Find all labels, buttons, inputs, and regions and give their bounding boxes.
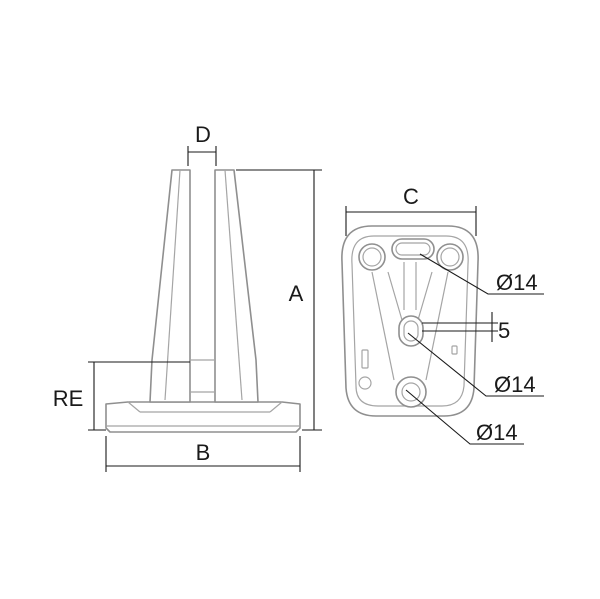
upright-left [149, 169, 191, 403]
top-slot [391, 238, 435, 260]
dimension-a-label: A [289, 281, 304, 306]
side-view [105, 169, 301, 433]
dimension-dia-bottom: Ø14 [405, 389, 524, 445]
dimension-slot-width: 5 [422, 312, 510, 343]
logo-mark [358, 376, 372, 390]
upright-right [214, 169, 259, 403]
dimension-dia-bottom-label: Ø14 [476, 420, 518, 445]
dimension-d-label: D [195, 122, 211, 147]
glass-slot [190, 359, 215, 393]
dimension-dia-top-label: Ø14 [496, 270, 538, 295]
dimension-b-label: B [196, 440, 211, 465]
hole-bottom [395, 376, 427, 408]
dimension-b: B [105, 436, 301, 472]
dimension-c-label: C [403, 184, 419, 209]
dimension-slot-width-label: 5 [498, 318, 510, 343]
dimension-d: D [187, 122, 217, 166]
base-flange [105, 401, 301, 433]
dimension-dia-top: Ø14 [419, 253, 544, 295]
dimension-re: RE [53, 361, 190, 431]
top-view [341, 225, 479, 417]
dimension-c: C [345, 184, 477, 236]
dimension-dia-mid-label: Ø14 [494, 372, 536, 397]
dimension-a: A [236, 169, 322, 431]
dimension-re-label: RE [53, 386, 84, 411]
dimension-dia-mid: Ø14 [407, 332, 544, 397]
